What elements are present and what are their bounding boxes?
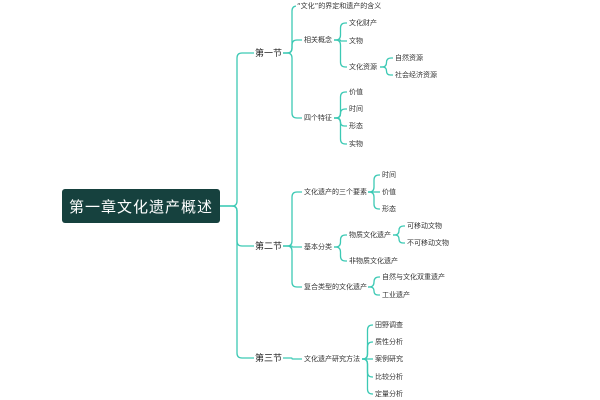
edge-elements-time [368, 174, 380, 193]
edge-s2-composite [282, 245, 302, 288]
edge-tangible-immovable [393, 234, 405, 244]
node-three-elements[interactable]: 文化遗产的三个要素 [303, 187, 368, 197]
node-qualitative-analysis[interactable]: 质性分析 [374, 337, 404, 347]
node-feature-value[interactable]: 价值 [348, 87, 364, 97]
edge-features-object [334, 117, 347, 145]
edge-methods-qualitative [362, 341, 373, 360]
edge-related-relics [334, 39, 347, 42]
node-comparative-analysis[interactable]: 比较分析 [374, 372, 404, 382]
edge-related-property [334, 22, 347, 41]
node-element-time[interactable]: 时间 [381, 170, 397, 180]
node-element-form[interactable]: 形态 [381, 204, 397, 214]
edge-s3-methods [282, 357, 302, 360]
edge-tangible-movable [393, 225, 405, 236]
node-mixed-heritage[interactable]: 自然与文化双重遗产 [381, 272, 446, 282]
node-culture-definition[interactable]: “文化”的界定和遗产的含义 [296, 1, 383, 11]
section-3-node[interactable]: 第三节 [254, 353, 284, 365]
section-1-node[interactable]: 第一节 [254, 48, 284, 60]
node-element-value[interactable]: 价值 [381, 187, 397, 197]
edge-s1-features [282, 52, 302, 119]
node-natural-resources[interactable]: 自然资源 [394, 53, 424, 63]
node-feature-time[interactable]: 时间 [348, 104, 364, 114]
node-movable-relics[interactable]: 可移动文物 [406, 221, 443, 231]
node-cultural-property[interactable]: 文化财产 [348, 18, 378, 28]
node-immovable-relics[interactable]: 不可移动文物 [406, 238, 450, 248]
edge-s2-classification [282, 245, 302, 248]
node-four-features[interactable]: 四个特征 [303, 113, 333, 123]
edge-composite-mixed [368, 276, 380, 288]
edge-class-intangible [334, 246, 347, 262]
root-node[interactable]: 第一章文化遗产概述 [62, 189, 220, 223]
node-quantitative-analysis[interactable]: 定量分析 [374, 389, 404, 399]
node-feature-form[interactable]: 形态 [348, 121, 364, 131]
node-research-methods[interactable]: 文化遗产研究方法 [303, 354, 361, 364]
node-cultural-resources[interactable]: 文化资源 [348, 62, 378, 72]
edge-class-tangible [334, 234, 347, 248]
node-case-study[interactable]: 案例研究 [374, 354, 404, 364]
edge-elements-form [368, 191, 380, 210]
section-2-node[interactable]: 第二节 [254, 241, 284, 253]
edge-root-section-1 [220, 52, 254, 207]
node-industrial-heritage[interactable]: 工业遗产 [381, 290, 411, 300]
edge-composite-industrial [368, 286, 380, 296]
node-intangible-heritage[interactable]: 非物质文化遗产 [348, 256, 399, 266]
node-basic-classification[interactable]: 基本分类 [303, 242, 333, 252]
node-field-survey[interactable]: 田野调查 [374, 320, 404, 330]
edge-resources-socioeconomic [380, 66, 393, 76]
edge-methods-quantitative [362, 358, 373, 395]
edge-resources-natural [380, 57, 393, 68]
node-cultural-relics[interactable]: 文物 [348, 36, 364, 46]
edge-s2-elements [282, 191, 302, 247]
edge-root-section-3 [220, 205, 254, 359]
node-socio-economic-resources[interactable]: 社会经济资源 [394, 70, 438, 80]
edge-s1-related [282, 39, 302, 54]
node-feature-object[interactable]: 实物 [348, 139, 364, 149]
node-related-concepts[interactable]: 相关概念 [303, 35, 333, 45]
edge-related-resources [334, 39, 347, 68]
node-tangible-heritage[interactable]: 物质文化遗产 [348, 230, 392, 240]
node-composite-heritage[interactable]: 复合类型的文化遗产 [303, 282, 368, 292]
